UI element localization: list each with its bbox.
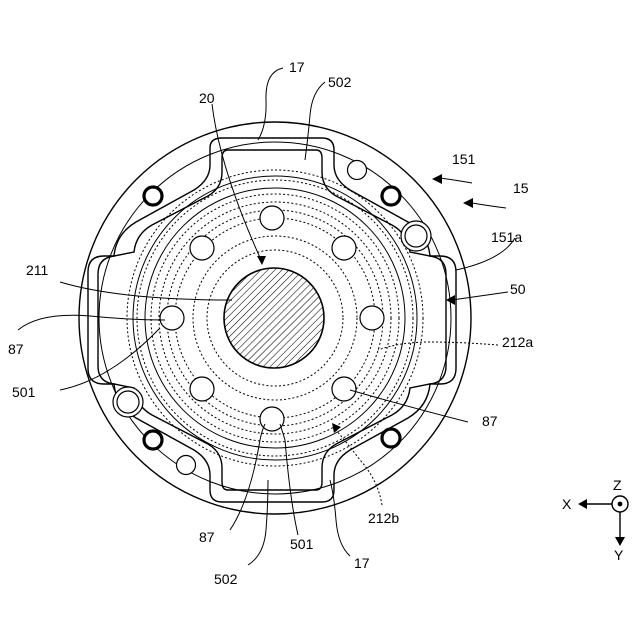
label-501-bottom: 501 bbox=[290, 536, 314, 552]
mount-hole-thick bbox=[144, 187, 162, 205]
label-502-bottom: 502 bbox=[214, 571, 238, 587]
z-axis-dot bbox=[618, 502, 623, 507]
mount-hole-thick bbox=[144, 431, 162, 449]
shaft-211 bbox=[224, 268, 324, 368]
axis-label-y: Y bbox=[614, 547, 624, 563]
bolt-hole bbox=[332, 236, 356, 260]
label-151a: 151a bbox=[491, 229, 522, 245]
label-87-bottom: 87 bbox=[199, 529, 215, 545]
label-15: 15 bbox=[513, 180, 529, 196]
label-212a: 212a bbox=[502, 334, 533, 350]
axis-label-z: Z bbox=[613, 477, 622, 493]
label-502-top: 502 bbox=[328, 74, 352, 90]
label-211: 211 bbox=[26, 262, 49, 278]
axis-indicator: X Y Z bbox=[562, 477, 628, 563]
label-87-right: 87 bbox=[482, 413, 498, 429]
label-212b: 212b bbox=[368, 510, 399, 526]
label-20: 20 bbox=[199, 90, 215, 106]
bolt-hole bbox=[360, 306, 384, 330]
mount-hole-double bbox=[401, 221, 431, 251]
label-87-left: 87 bbox=[8, 341, 24, 357]
small-hole bbox=[177, 456, 196, 475]
mount-hole-thick bbox=[382, 187, 400, 205]
bolt-hole bbox=[260, 206, 284, 230]
axis-label-x: X bbox=[562, 496, 572, 512]
small-hole bbox=[348, 161, 367, 180]
bolt-hole bbox=[332, 377, 356, 401]
label-17-bottom: 17 bbox=[354, 555, 370, 571]
label-501-left: 501 bbox=[12, 384, 36, 400]
label-17-top: 17 bbox=[289, 59, 305, 75]
bolt-hole bbox=[190, 377, 214, 401]
label-151: 151 bbox=[452, 151, 476, 167]
bolt-hole bbox=[160, 306, 184, 330]
mount-hole-thick bbox=[382, 429, 400, 447]
label-50: 50 bbox=[510, 281, 526, 297]
bolt-hole bbox=[190, 236, 214, 260]
mount-hole-double bbox=[113, 387, 143, 417]
